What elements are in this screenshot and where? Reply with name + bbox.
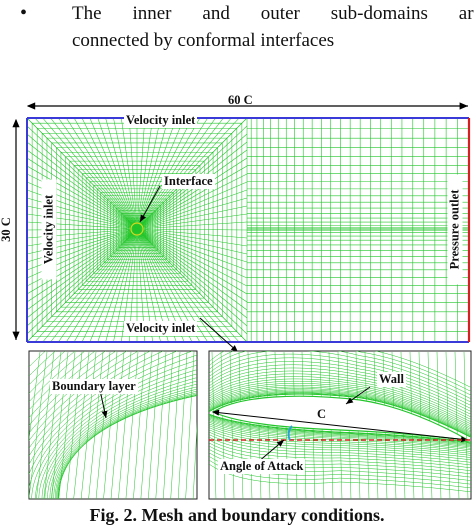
aoa-pointer (257, 439, 285, 463)
boundary-layer-pointer (99, 389, 108, 419)
bullet-dot-icon: • (20, 2, 28, 24)
figure-caption: Fig. 2. Mesh and boundary conditions. (89, 505, 385, 525)
outer-mesh-region (247, 118, 469, 342)
angle-arc (287, 425, 293, 441)
bullet-line-2: connected by conformal interfaces (72, 30, 335, 51)
boundary-layer-mesh (29, 351, 197, 499)
zoom-pointer (199, 317, 239, 353)
bullet-line-1: The inner and outer sub-domains are (72, 3, 474, 24)
angle-of-attack-label: Angle of Attack (218, 459, 306, 474)
chord-line (212, 409, 469, 443)
dim-width-label: 60 C (228, 93, 253, 107)
boundary-layer-label: Boundary layer (50, 379, 138, 394)
velocity-inlet-left-label: Velocity inlet (41, 179, 57, 280)
interface-pointer (139, 185, 161, 223)
wall-pointer (345, 386, 371, 405)
wall-label: Wall (377, 372, 407, 387)
dim-height-label: 30 C (0, 217, 13, 242)
velocity-inlet-bottom-label: Velocity inlet (124, 321, 198, 336)
interface-label: Interface (162, 174, 215, 189)
velocity-inlet-top-label: Velocity inlet (124, 113, 198, 128)
interface-circle (130, 222, 144, 236)
pressure-outlet-label: Pressure outlet (447, 174, 463, 285)
chord-label: C (317, 407, 327, 421)
